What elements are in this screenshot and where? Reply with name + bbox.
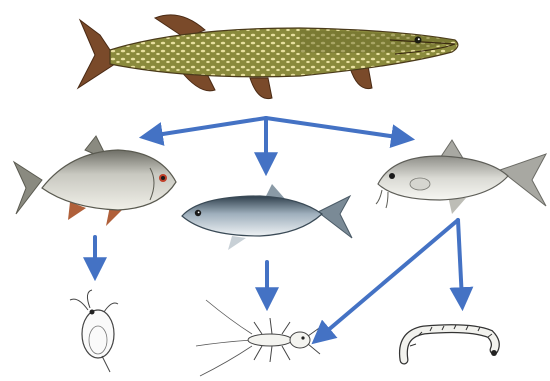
midge-larva-icon <box>403 325 497 360</box>
daphnia-icon <box>70 290 118 372</box>
roach-fish-icon <box>14 136 176 226</box>
arrow-pike-to-loach <box>266 118 404 138</box>
barbel-fish-icon <box>376 140 546 214</box>
pike-fish-icon <box>78 15 458 99</box>
mayfly-larva-icon <box>196 300 322 376</box>
arrow-pike-to-roach <box>150 118 266 136</box>
arrow-loach-to-midge <box>458 220 462 300</box>
arrow-loach-to-mayfly <box>320 220 458 337</box>
bleak-fish-icon <box>182 184 352 250</box>
